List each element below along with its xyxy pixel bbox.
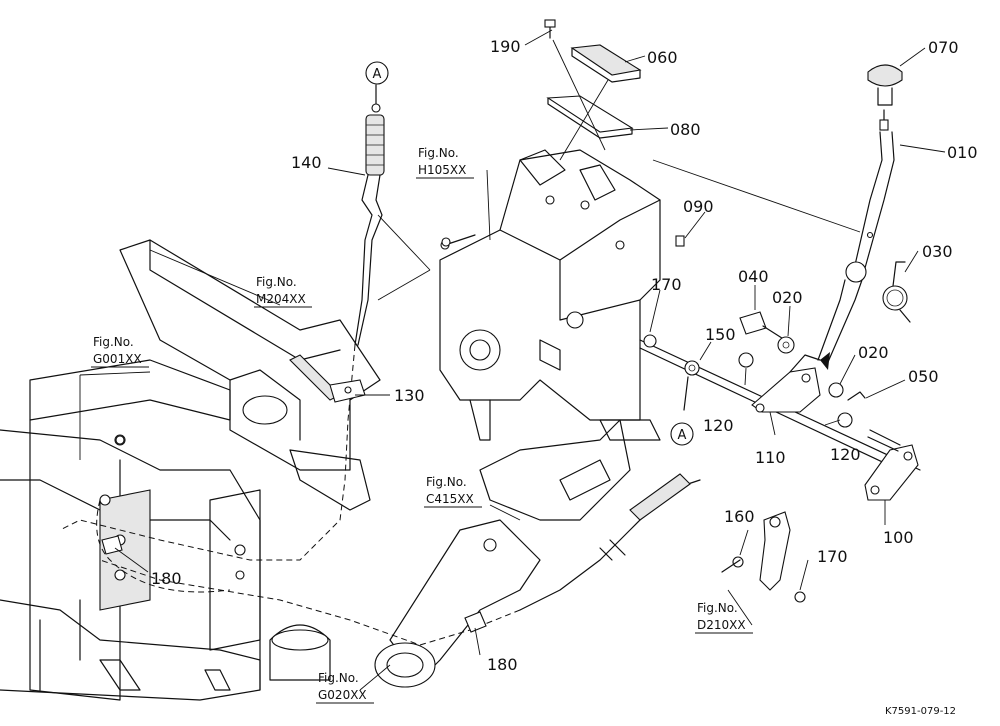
fig-ref-c415: C415XX xyxy=(426,492,474,506)
label-090: 090 xyxy=(683,197,714,216)
part-140-cable xyxy=(59,84,385,561)
label-060: 060 xyxy=(647,48,678,67)
figure-references: Fig.No. H105XX Fig.No. M204XX Fig.No. G0… xyxy=(91,146,753,704)
fig-ref-g001: G001XX xyxy=(93,352,142,366)
label-180-left: 180 xyxy=(151,569,182,588)
label-190: 190 xyxy=(490,37,521,56)
callout-a-top xyxy=(365,61,389,85)
fig-ref-h105: H105XX xyxy=(418,163,466,177)
label-080: 080 xyxy=(670,120,701,139)
label-020-bottom: 020 xyxy=(858,343,889,362)
part-030-spring xyxy=(882,261,911,323)
shift-lever xyxy=(817,64,903,363)
label-120-right: 120 xyxy=(830,445,861,464)
label-030: 030 xyxy=(922,242,953,261)
label-020-top: 020 xyxy=(772,288,803,307)
fig-ref-d210: D210XX xyxy=(697,618,746,632)
hardware xyxy=(115,235,866,603)
label-070: 070 xyxy=(928,38,959,57)
fig-label-d210: Fig.No. xyxy=(697,601,738,615)
pedal-pad xyxy=(544,19,642,161)
label-010: 010 xyxy=(947,143,978,162)
lower-bracket xyxy=(479,419,631,521)
drawing-code: K7591-079-12 xyxy=(885,706,956,717)
label-040: 040 xyxy=(738,267,769,286)
callout-a-top-text: A xyxy=(373,67,382,82)
label-130: 130 xyxy=(394,386,425,405)
fig-label-g001: Fig.No. xyxy=(93,335,134,349)
callout-a-bottom xyxy=(670,422,694,446)
fig-label-c415: Fig.No. xyxy=(426,475,467,489)
label-100: 100 xyxy=(883,528,914,547)
fig-label-m204: Fig.No. xyxy=(256,275,297,289)
lower-cable xyxy=(96,473,701,646)
label-140: 140 xyxy=(291,153,322,172)
leader-lines xyxy=(79,29,946,691)
fig-label-g020: Fig.No. xyxy=(318,671,359,685)
floor-panel xyxy=(119,239,381,511)
pedal-bracket xyxy=(439,149,661,441)
label-110: 110 xyxy=(755,448,786,467)
clamps xyxy=(101,379,487,633)
label-150: 150 xyxy=(705,325,736,344)
part-labels: 190 060 080 070 010 030 090 170 150 040 … xyxy=(151,37,978,674)
label-170-top: 170 xyxy=(651,275,682,294)
connection-callouts: A A xyxy=(365,61,694,446)
label-050: 050 xyxy=(908,367,939,386)
fig-ref-m204: M204XX xyxy=(256,292,306,306)
label-160: 160 xyxy=(724,507,755,526)
label-180-bottom: 180 xyxy=(487,655,518,674)
label-120-left: 120 xyxy=(703,416,734,435)
fig-label-h105: Fig.No. xyxy=(418,146,459,160)
part-110-arm xyxy=(751,354,821,413)
label-170-bottom: 170 xyxy=(817,547,848,566)
callout-a-bottom-text: A xyxy=(678,428,687,443)
pedal-arm xyxy=(374,519,541,688)
fig-ref-g020: G020XX xyxy=(318,688,367,702)
